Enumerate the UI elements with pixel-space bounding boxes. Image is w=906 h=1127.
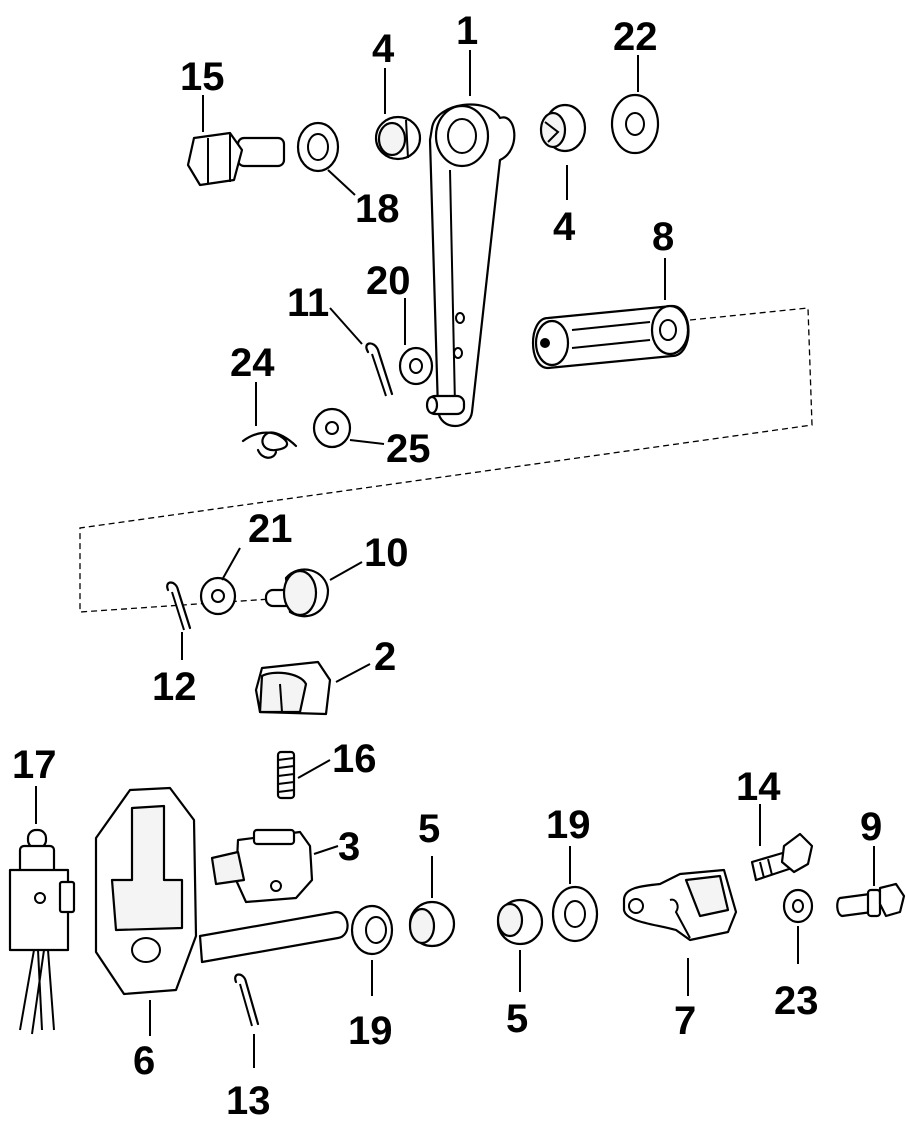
part-4-bushing-left <box>374 115 422 161</box>
part-9-stud <box>836 882 906 918</box>
part-10-pivot-pin <box>264 568 330 618</box>
callout-23: 23 <box>774 979 819 1023</box>
leader-2 <box>335 663 371 683</box>
part-24-spring-clip <box>241 431 298 459</box>
part-6-gasket-plate <box>94 786 198 996</box>
part-3-detent-block <box>210 828 314 904</box>
callout-11: 11 <box>287 281 329 325</box>
callout-6: 6 <box>133 1039 155 1083</box>
part-18-washer <box>296 121 340 173</box>
part-15-hex-bolt <box>186 131 286 187</box>
callout-7: 7 <box>674 999 696 1043</box>
part-23-lock-washer <box>782 888 814 924</box>
callout-22: 22 <box>613 15 658 59</box>
part-20-washer <box>398 346 434 386</box>
part-6-shift-shaft <box>198 910 349 964</box>
callout-12: 12 <box>152 665 197 709</box>
part-8-link-rod <box>531 304 690 370</box>
leader-18 <box>327 169 356 196</box>
leader-11 <box>329 307 363 345</box>
leader-21 <box>221 547 241 581</box>
callout-4b: 4 <box>553 205 576 249</box>
part-21-washer <box>199 576 237 616</box>
leader-3 <box>313 845 339 855</box>
leader-10 <box>329 561 363 581</box>
callout-16: 16 <box>332 737 377 781</box>
part-25-washer <box>312 407 352 449</box>
part-1-lever-arm <box>425 103 516 427</box>
callout-21: 21 <box>248 507 293 551</box>
callout-13: 13 <box>226 1079 271 1123</box>
callout-1: 1 <box>456 9 478 53</box>
leader-25 <box>349 439 385 445</box>
callout-25: 25 <box>386 427 431 471</box>
part-19-washer-right <box>551 885 599 943</box>
callout-19b: 19 <box>546 803 591 847</box>
callout-19a: 19 <box>348 1009 393 1053</box>
callout-10: 10 <box>364 531 409 575</box>
callout-20: 20 <box>366 259 411 303</box>
callout-4a: 4 <box>372 27 395 71</box>
part-2-cam-block <box>254 660 332 716</box>
callout-17: 17 <box>12 743 57 787</box>
callout-15: 15 <box>180 55 225 99</box>
part-7-shift-bracket <box>622 868 738 942</box>
part-13-cotter-pin <box>234 973 260 1027</box>
callout-18: 18 <box>355 187 400 231</box>
part-17-neutral-switch <box>8 828 76 1035</box>
part-4-bushing-right <box>539 103 587 153</box>
part-5-bushing-right <box>496 898 544 946</box>
assembly-guide-line <box>79 307 813 613</box>
leader-16 <box>297 759 331 779</box>
callout-9: 9 <box>860 805 882 849</box>
callout-5a: 5 <box>418 807 440 851</box>
part-22-washer <box>610 93 660 155</box>
callout-8: 8 <box>652 215 674 259</box>
part-19-washer-left <box>350 904 394 956</box>
callout-24: 24 <box>230 341 275 385</box>
part-12-cotter-pin <box>166 581 192 631</box>
callout-14: 14 <box>736 765 781 809</box>
callout-2: 2 <box>374 635 396 679</box>
part-5-bushing-left <box>408 900 456 948</box>
part-14-hex-bolt <box>750 832 814 882</box>
part-11-cotter-pin <box>365 342 394 397</box>
callout-3: 3 <box>338 825 360 869</box>
part-16-spring <box>276 750 296 800</box>
callout-5b: 5 <box>506 997 528 1041</box>
